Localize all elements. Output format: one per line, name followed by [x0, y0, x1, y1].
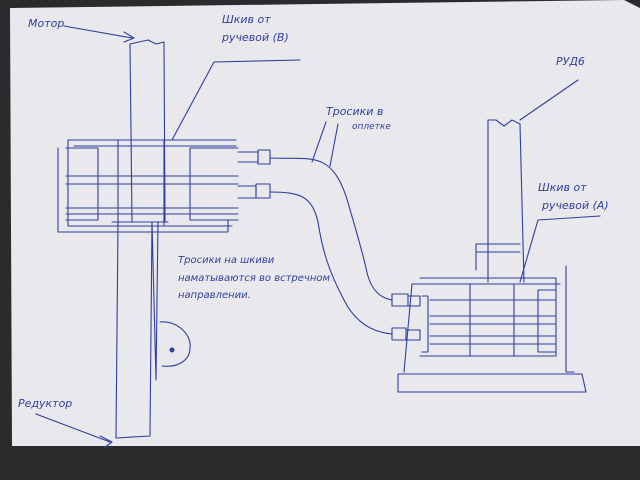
reducer-label: Редуктор: [18, 397, 73, 410]
rud-label: РУД6: [556, 55, 585, 68]
rud-leader: [519, 79, 579, 121]
pulley-b-leader: [171, 59, 301, 141]
pulley-block-b: [57, 139, 239, 233]
cables-label-line1: Тросики в: [326, 105, 384, 118]
winding-note: Тросики на шкиви наматываются во встречн…: [178, 255, 331, 301]
reducer-wheel: [159, 321, 191, 367]
cable-lower: [269, 191, 393, 335]
pulley-block-a: [397, 265, 587, 393]
paper-sheet: [10, 0, 640, 446]
rud-shaft: [487, 119, 525, 283]
cables-label-line2: оплетке: [352, 122, 391, 132]
motor-shaft: [129, 39, 166, 223]
cable-fittings-a: [391, 293, 421, 341]
motor-label: Мотор: [28, 17, 65, 30]
cable-fittings-b: [237, 149, 271, 199]
pulley-b-label-line2: ручевой (B): [222, 31, 289, 44]
pulley-b-label-line1: Шкив от: [222, 13, 271, 26]
pulley-a-label-line1: Шкив от: [538, 181, 587, 194]
pulley-a-label-line2: ручевой (A): [542, 199, 609, 212]
motor-arrow: [63, 25, 135, 43]
pulley-a-leader: [519, 215, 601, 283]
reducer-arrow: [35, 413, 113, 449]
reducer-column: [111, 221, 169, 439]
cable-upper: [269, 157, 393, 301]
